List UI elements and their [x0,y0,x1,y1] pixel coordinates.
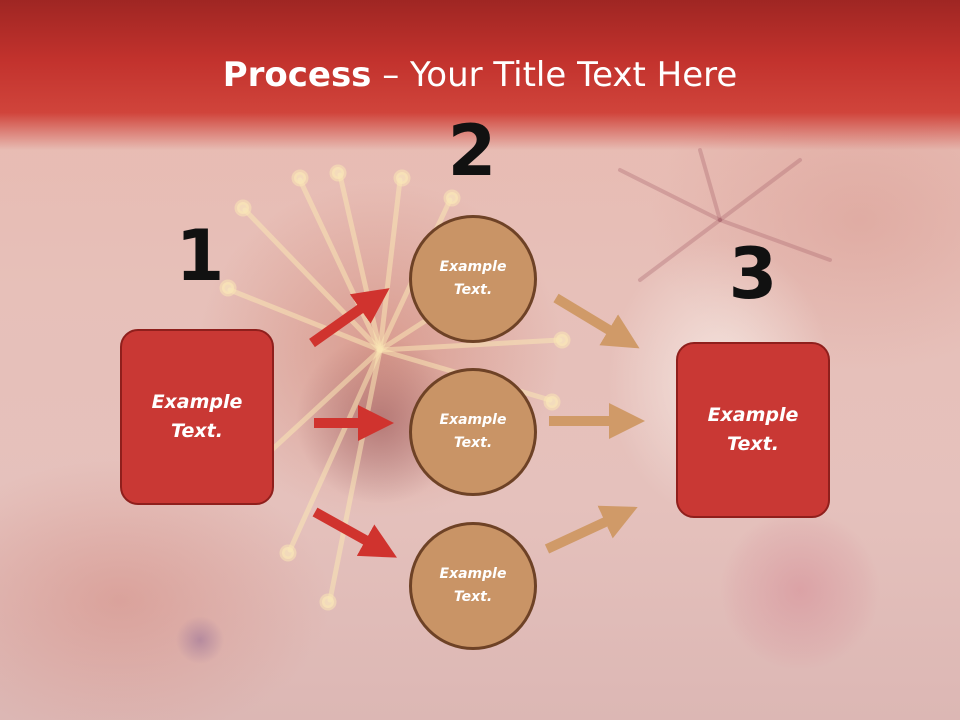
right-box-line2: Text. [727,433,779,455]
left-box-line2: Text. [171,420,223,442]
circle-bottom-line1: Example [439,566,507,582]
step-number-3: 3 [728,233,778,315]
left-process-box[interactable]: Example Text. [120,329,274,505]
circle-bottom-line2: Text. [453,589,493,605]
circle-top[interactable]: Example Text. [409,215,537,343]
title-bold: Process [222,55,372,95]
arrow-top-to-right [553,293,640,349]
arrow-left-to-bottom [312,507,397,558]
step-number-1: 1 [175,215,225,297]
circle-top-line1: Example [439,259,507,275]
left-box-line1: Example [151,391,243,413]
step-number-2: 2 [447,110,497,192]
arrow-left-to-top [309,288,390,348]
right-process-box[interactable]: Example Text. [676,342,830,518]
circle-middle-line1: Example [439,412,507,428]
circle-middle[interactable]: Example Text. [409,368,537,496]
title-rest: – Your Title Text Here [371,55,738,95]
arrow-bottom-to-right [544,505,638,554]
circle-top-line2: Text. [453,282,493,298]
circle-middle-line2: Text. [453,435,493,451]
circle-bottom[interactable]: Example Text. [409,522,537,650]
right-box-line1: Example [707,404,799,426]
title-bar [0,0,960,150]
slide-title: Process – Your Title Text Here [0,54,960,96]
